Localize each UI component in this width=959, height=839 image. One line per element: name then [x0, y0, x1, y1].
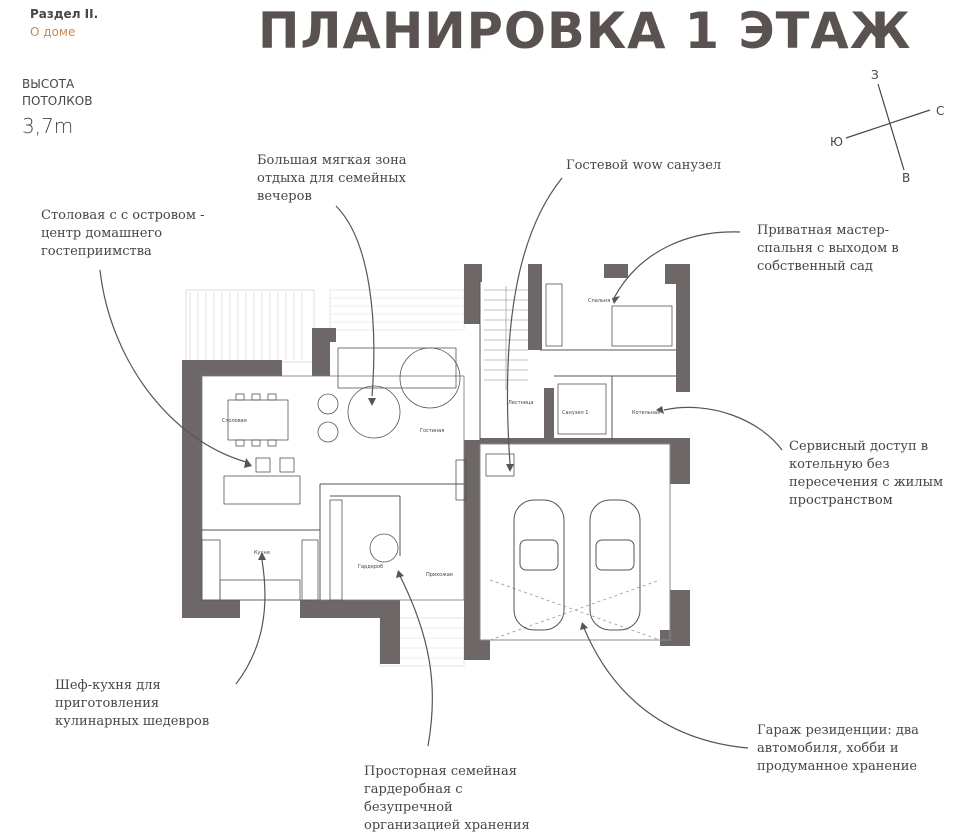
callout-master: Приватная мастер- спальня с выходом в со…: [757, 223, 899, 274]
kitchen-furniture: [201, 539, 319, 601]
interior-lines: [201, 282, 676, 641]
callout-lounge: Большая мягкая зона отдыха для семейных …: [257, 153, 407, 204]
leader-lounge: [335, 205, 375, 397]
leader-kitchen: [235, 559, 266, 685]
plan-label-wardrobe: Гардероб: [358, 564, 383, 570]
leader-wardrobe: [399, 575, 434, 747]
callout-kitchen: Шеф-кухня для приготовления кулинарных ш…: [55, 678, 210, 729]
terrace-left: [185, 289, 315, 363]
leader-dining: [99, 269, 247, 463]
compass-icon: [845, 83, 931, 171]
plan-label-hall: Прихожая: [426, 572, 453, 578]
ceiling-height-label: ВЫСОТА ПОТОЛКОВ: [22, 76, 112, 110]
plan-label-boiler: Котельная: [632, 410, 660, 416]
plan-label-stairs: Лестница: [508, 400, 533, 406]
bathroom-fixtures: [455, 383, 607, 501]
compass-north: З: [871, 68, 879, 82]
section-label: Раздел II.: [30, 7, 99, 21]
ceiling-height-value: 3,7m: [22, 114, 74, 138]
plan-label-bedroom: Спальня 1: [588, 298, 615, 304]
callout-dining: Столовая с с островом - центр домашнего …: [41, 208, 205, 259]
leader-master: [613, 231, 741, 299]
callout-garage: Гараж резиденции: два автомобиля, хобби …: [757, 723, 919, 774]
callout-arrowheads: [244, 296, 664, 630]
page-title: ПЛАНИРОВКА 1 ЭТАЖ: [258, 2, 912, 60]
leader-guest-bath: [506, 177, 563, 465]
compass-west: Ю: [830, 135, 843, 149]
callout-guest-bath: Гостевой wow санузел: [566, 158, 722, 173]
subsection-link[interactable]: О доме: [30, 25, 76, 39]
ceiling-label-line2: ПОТОЛКОВ: [22, 94, 93, 108]
ceiling-label-line1: ВЫСОТА: [22, 77, 75, 91]
stairs: [484, 286, 528, 390]
leader-garage: [583, 627, 749, 749]
dining-table: [223, 393, 301, 505]
lounge-furniture: [317, 347, 461, 443]
plan-label-dining: Столовая: [222, 418, 247, 424]
callout-leaders: [99, 177, 783, 749]
plan-label-bathroom: Санузел 1: [562, 410, 588, 416]
garage-cars: [513, 499, 641, 631]
walls: [182, 264, 690, 664]
terrace-top: [329, 289, 465, 331]
leader-service: [663, 406, 783, 451]
plan-label-living: Гостиная: [420, 428, 444, 434]
callout-service: Сервисный доступ в котельную без пересеч…: [789, 439, 944, 508]
callout-wardrobe: Просторная семейная гардеробная с безупр…: [364, 764, 530, 833]
wardrobe-furniture: [329, 499, 399, 601]
compass-south: В: [902, 171, 911, 185]
compass-east: С: [936, 104, 945, 118]
master-bed: [545, 283, 673, 347]
